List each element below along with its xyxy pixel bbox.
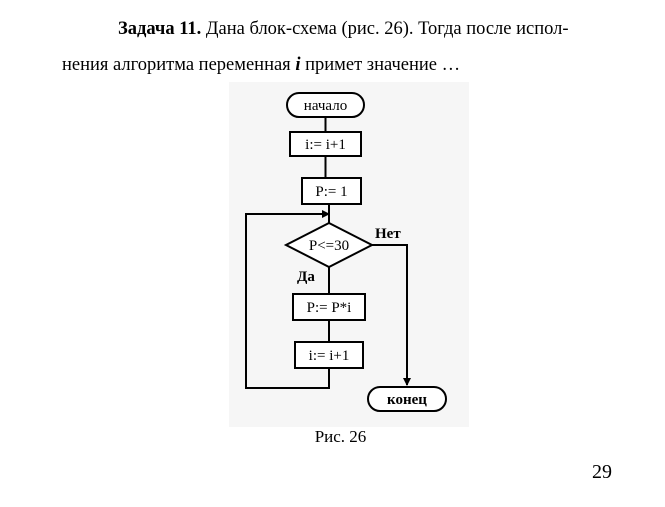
no-label: Нет xyxy=(375,226,401,242)
task-text-part-3: примет значение … xyxy=(300,55,461,75)
page-number: 29 xyxy=(592,461,612,483)
figure-caption-text: Рис. 26 xyxy=(314,427,367,446)
connector-no-branch xyxy=(372,244,411,386)
end-terminal xyxy=(367,386,447,412)
step2-label: P:= 1 xyxy=(315,184,347,200)
task-line-1: Задача 11. Дана блок-схема (рис. 26). То… xyxy=(118,11,569,47)
end-label: конец xyxy=(387,392,427,408)
task-text-part-2: нения алгоритма переменная xyxy=(62,55,296,75)
step1-label: i:= i+1 xyxy=(305,137,346,153)
connector-loop-back xyxy=(245,210,330,389)
figure-caption: Рис. 26 xyxy=(0,427,665,447)
process-init-p xyxy=(301,177,362,205)
flowchart-figure: начало i:= i+1 P:= 1 P<=30 Нет Да P:= P*… xyxy=(229,82,469,427)
step3-label: P:= P*i xyxy=(307,300,352,316)
task-label: Задача 11. xyxy=(118,19,202,39)
step4-label: i:= i+1 xyxy=(309,348,350,364)
flowchart-diagram: начало i:= i+1 P:= 1 P<=30 Нет Да P:= P*… xyxy=(245,92,447,412)
task-variable: i xyxy=(295,55,301,75)
start-label: начало xyxy=(304,98,347,114)
task-line-2: нения алгоритма переменная i примет знач… xyxy=(62,47,460,83)
yes-label: Да xyxy=(297,269,315,285)
condition-label: P<=30 xyxy=(309,238,349,254)
process-increment-i-1 xyxy=(289,131,362,157)
task-text-part-1: Дана блок-схема (рис. 26). Тогда после и… xyxy=(201,19,569,39)
